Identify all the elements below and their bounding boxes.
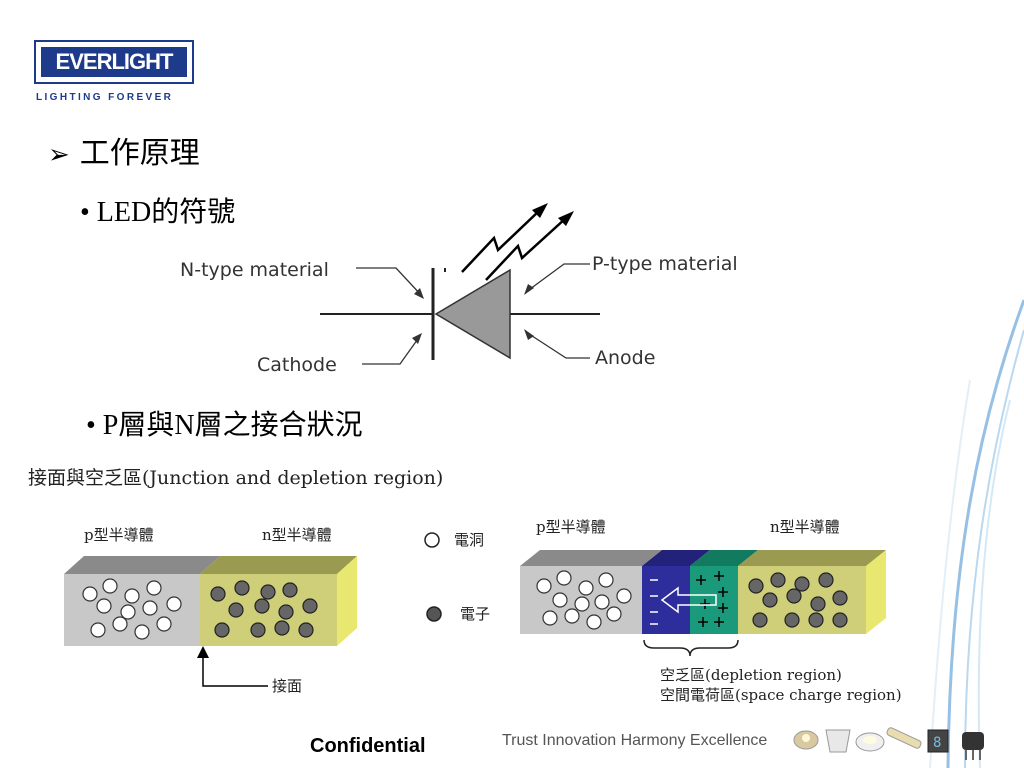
electron-legend-icon [426,606,442,622]
led-product-icon: 8 [927,729,949,753]
logo-brand: EVERLIGHT [41,47,187,77]
holes-right [536,570,632,630]
n-semiconductor-label-2: n型半導體 [770,518,840,536]
light-arrows-icon [461,209,567,281]
anode-label: Anode [595,347,655,369]
p-semiconductor-label: p型半導體 [84,526,154,544]
positive-charges [696,571,728,627]
junction-title: 接面與空乏區(Junction and depletion region) [28,467,443,489]
electron-legend-label: 電子 [460,605,490,623]
logo-tagline: LIGHTING FOREVER [36,92,174,103]
led-product-icon [886,727,922,749]
n-semiconductor-label: n型半導體 [262,526,332,544]
electrons-left [210,580,318,638]
depletion-brace [643,639,739,657]
cathode-label: Cathode [257,354,337,376]
hole-legend-label: 電洞 [454,531,484,549]
logo-frame: EVERLIGHT [34,40,194,84]
heading-text: 工作原理 [79,137,200,170]
everlight-logo: EVERLIGHT LIGHTING FOREVER [34,40,196,106]
led-product-icon [855,732,885,752]
led-product-icon [825,729,851,753]
space-charge-region-label: 空間電荷區(space charge region) [660,686,902,704]
junction-label: 接面 [272,677,302,695]
confidential-label: Confidential [310,735,426,757]
company-motto: Trust Innovation Harmony Excellence [502,732,768,749]
p-type-label: P-type material [592,253,738,275]
p-semiconductor-label-2: p型半導體 [536,518,606,536]
led-product-icon [962,732,984,760]
led-product-icon [793,730,819,750]
electrons-right [748,572,848,628]
n-type-label: N-type material [180,259,329,281]
depletion-region-label: 空乏區(depletion region) [660,666,842,684]
bullet-led-symbol: • LED的符號 [80,197,236,228]
holes-left [82,578,182,640]
slide-heading: ➢ 工作原理 [48,128,200,172]
svg-text:8: 8 [933,735,941,751]
negative-charges [650,579,658,625]
hole-legend-icon [424,532,440,548]
bullet-pn-junction: • P層與N層之接合狀況 [86,410,363,441]
arrow-bullet-icon: ➢ [48,140,70,170]
anode-triangle [434,268,511,360]
field-arrow-icon [660,586,717,614]
